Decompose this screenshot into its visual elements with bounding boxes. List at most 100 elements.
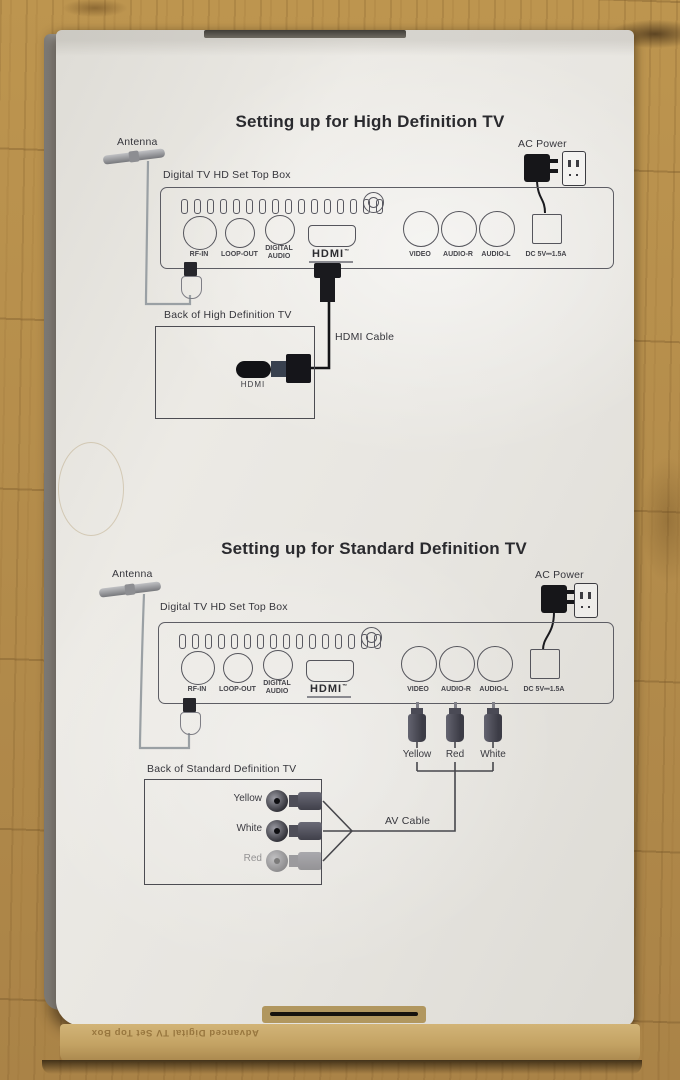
tv-hdmi-label: HDMI bbox=[240, 380, 266, 389]
plug-prong-icon bbox=[549, 159, 558, 163]
screw-hole-icon bbox=[363, 192, 384, 213]
jack-label: White bbox=[236, 823, 262, 834]
dc-power-label: DC 5V⎓1.5A bbox=[525, 251, 567, 258]
audio-r-label: AUDIO-R bbox=[441, 686, 471, 693]
glare-ring-mark bbox=[58, 442, 124, 536]
hd-ac-power-label: AC Power bbox=[518, 138, 567, 150]
jack-label: Yellow bbox=[233, 793, 262, 804]
rca-plug-white bbox=[484, 702, 502, 742]
plug-label-red: Red bbox=[445, 749, 465, 760]
sd-title: Setting up for Standard Definition TV bbox=[221, 539, 527, 558]
rca-barrel bbox=[484, 714, 502, 742]
audio-l-port bbox=[477, 646, 513, 682]
hdmi-fineprint-bar bbox=[309, 261, 353, 263]
audio-l-port bbox=[479, 211, 515, 247]
audio-l-label: AUDIO-L bbox=[481, 251, 511, 258]
box-edge-text: Advanced Digital TV Set Top Box bbox=[91, 1027, 259, 1038]
hdmi-right-angle-plug-body bbox=[286, 354, 311, 383]
outlet-slot bbox=[588, 592, 591, 599]
power-adapter-icon-sd bbox=[541, 585, 575, 613]
plug-barrel bbox=[298, 852, 322, 870]
rca-collar bbox=[411, 708, 423, 716]
av-cable-label: AV Cable bbox=[385, 815, 431, 827]
rca-barrel bbox=[446, 714, 464, 742]
rca-jack-icon bbox=[266, 820, 288, 842]
hdmi-port bbox=[306, 660, 354, 682]
outlet-slot bbox=[580, 592, 583, 599]
rf-connector-icon-sd bbox=[180, 712, 201, 735]
hdmi-tm-mark: ™ bbox=[344, 248, 351, 255]
tv-hdmi-port bbox=[236, 361, 271, 378]
sd-stb-label: Digital TV HD Set Top Box bbox=[160, 601, 288, 613]
hd-title: Setting up for High Definition TV bbox=[235, 112, 505, 131]
floor-shadow bbox=[42, 1060, 642, 1074]
video-label: VIDEO bbox=[407, 686, 429, 693]
tv-jack-row-yellow: Yellow bbox=[200, 789, 330, 813]
rca-collar bbox=[449, 708, 461, 716]
rca-plug-red bbox=[446, 702, 464, 742]
hdmi-fineprint-bar bbox=[307, 696, 351, 698]
outlet-dot bbox=[588, 606, 590, 608]
power-adapter-icon-hd bbox=[524, 154, 558, 182]
outlet-slot bbox=[568, 160, 571, 167]
dc-power-label: DC 5V⎓1.5A bbox=[523, 686, 565, 693]
loop-out-port bbox=[225, 218, 255, 248]
hdmi-cable-label: HDMI Cable bbox=[335, 331, 395, 343]
plug-prong-icon bbox=[549, 169, 558, 173]
plug-collar bbox=[289, 825, 299, 837]
plug-label-white: White bbox=[480, 749, 506, 760]
rf-in-label: RF-IN bbox=[189, 251, 209, 258]
screw-hole-inner bbox=[368, 197, 379, 208]
rca-barrel bbox=[408, 714, 426, 742]
plug-barrel bbox=[298, 822, 322, 840]
loop-out-port bbox=[223, 653, 253, 683]
sd-ac-power-label: AC Power bbox=[535, 569, 584, 581]
rf-in-label: RF-IN bbox=[187, 686, 207, 693]
plug-collar bbox=[289, 855, 299, 867]
screw-hole-icon bbox=[361, 627, 382, 648]
rf-in-port bbox=[181, 651, 215, 685]
wall-outlet-icon-hd bbox=[562, 151, 586, 186]
outlet-slot bbox=[576, 160, 579, 167]
vent-slots bbox=[181, 199, 383, 214]
rca-pin bbox=[453, 702, 457, 709]
sd-tv-label: Back of Standard Definition TV bbox=[147, 763, 297, 775]
rf-connector-icon-hd bbox=[181, 276, 202, 299]
rf-connector-cap-sd bbox=[183, 698, 196, 712]
rca-plug-yellow bbox=[408, 702, 426, 742]
plug-prong-icon bbox=[566, 590, 575, 594]
video-port bbox=[401, 646, 437, 682]
loop-out-label: LOOP-OUT bbox=[219, 686, 256, 693]
box-lid-slot bbox=[204, 30, 406, 38]
rf-in-port bbox=[183, 216, 217, 250]
hdmi-port bbox=[308, 225, 356, 247]
digital-audio-label: DIGITAL AUDIO bbox=[263, 680, 291, 695]
plug-barrel bbox=[298, 792, 322, 810]
vent-slots bbox=[179, 634, 381, 649]
hd-stb-label: Digital TV HD Set Top Box bbox=[163, 169, 291, 181]
plug-label-yellow: Yellow bbox=[402, 749, 432, 760]
jack-label: Red bbox=[243, 853, 262, 864]
jack-center bbox=[274, 798, 280, 804]
rca-collar bbox=[487, 708, 499, 716]
hdmi-wordmark: HDMI bbox=[309, 683, 343, 695]
box-bottom-flap: Advanced Digital TV Set Top Box bbox=[60, 1024, 640, 1062]
audio-l-label: AUDIO-L bbox=[479, 686, 509, 693]
sd-antenna-label: Antenna bbox=[112, 568, 153, 580]
hdmi-plug-body-hd bbox=[320, 277, 335, 302]
hdmi-right-angle-plug-tip bbox=[271, 361, 287, 377]
dc-power-port bbox=[530, 649, 560, 679]
audio-r-port bbox=[439, 646, 475, 682]
hd-antenna-label: Antenna bbox=[117, 136, 158, 148]
digital-audio-label: DIGITAL AUDIO bbox=[265, 245, 293, 260]
digital-audio-port bbox=[265, 215, 295, 245]
outlet-dot bbox=[576, 174, 578, 176]
rca-pin bbox=[415, 702, 419, 709]
rca-pin bbox=[491, 702, 495, 709]
video-port bbox=[403, 211, 439, 247]
jack-center bbox=[274, 828, 280, 834]
loop-out-label: LOOP-OUT bbox=[221, 251, 258, 258]
hdmi-tm-mark: ™ bbox=[342, 683, 349, 690]
tv-jack-row-white: White bbox=[200, 819, 330, 843]
